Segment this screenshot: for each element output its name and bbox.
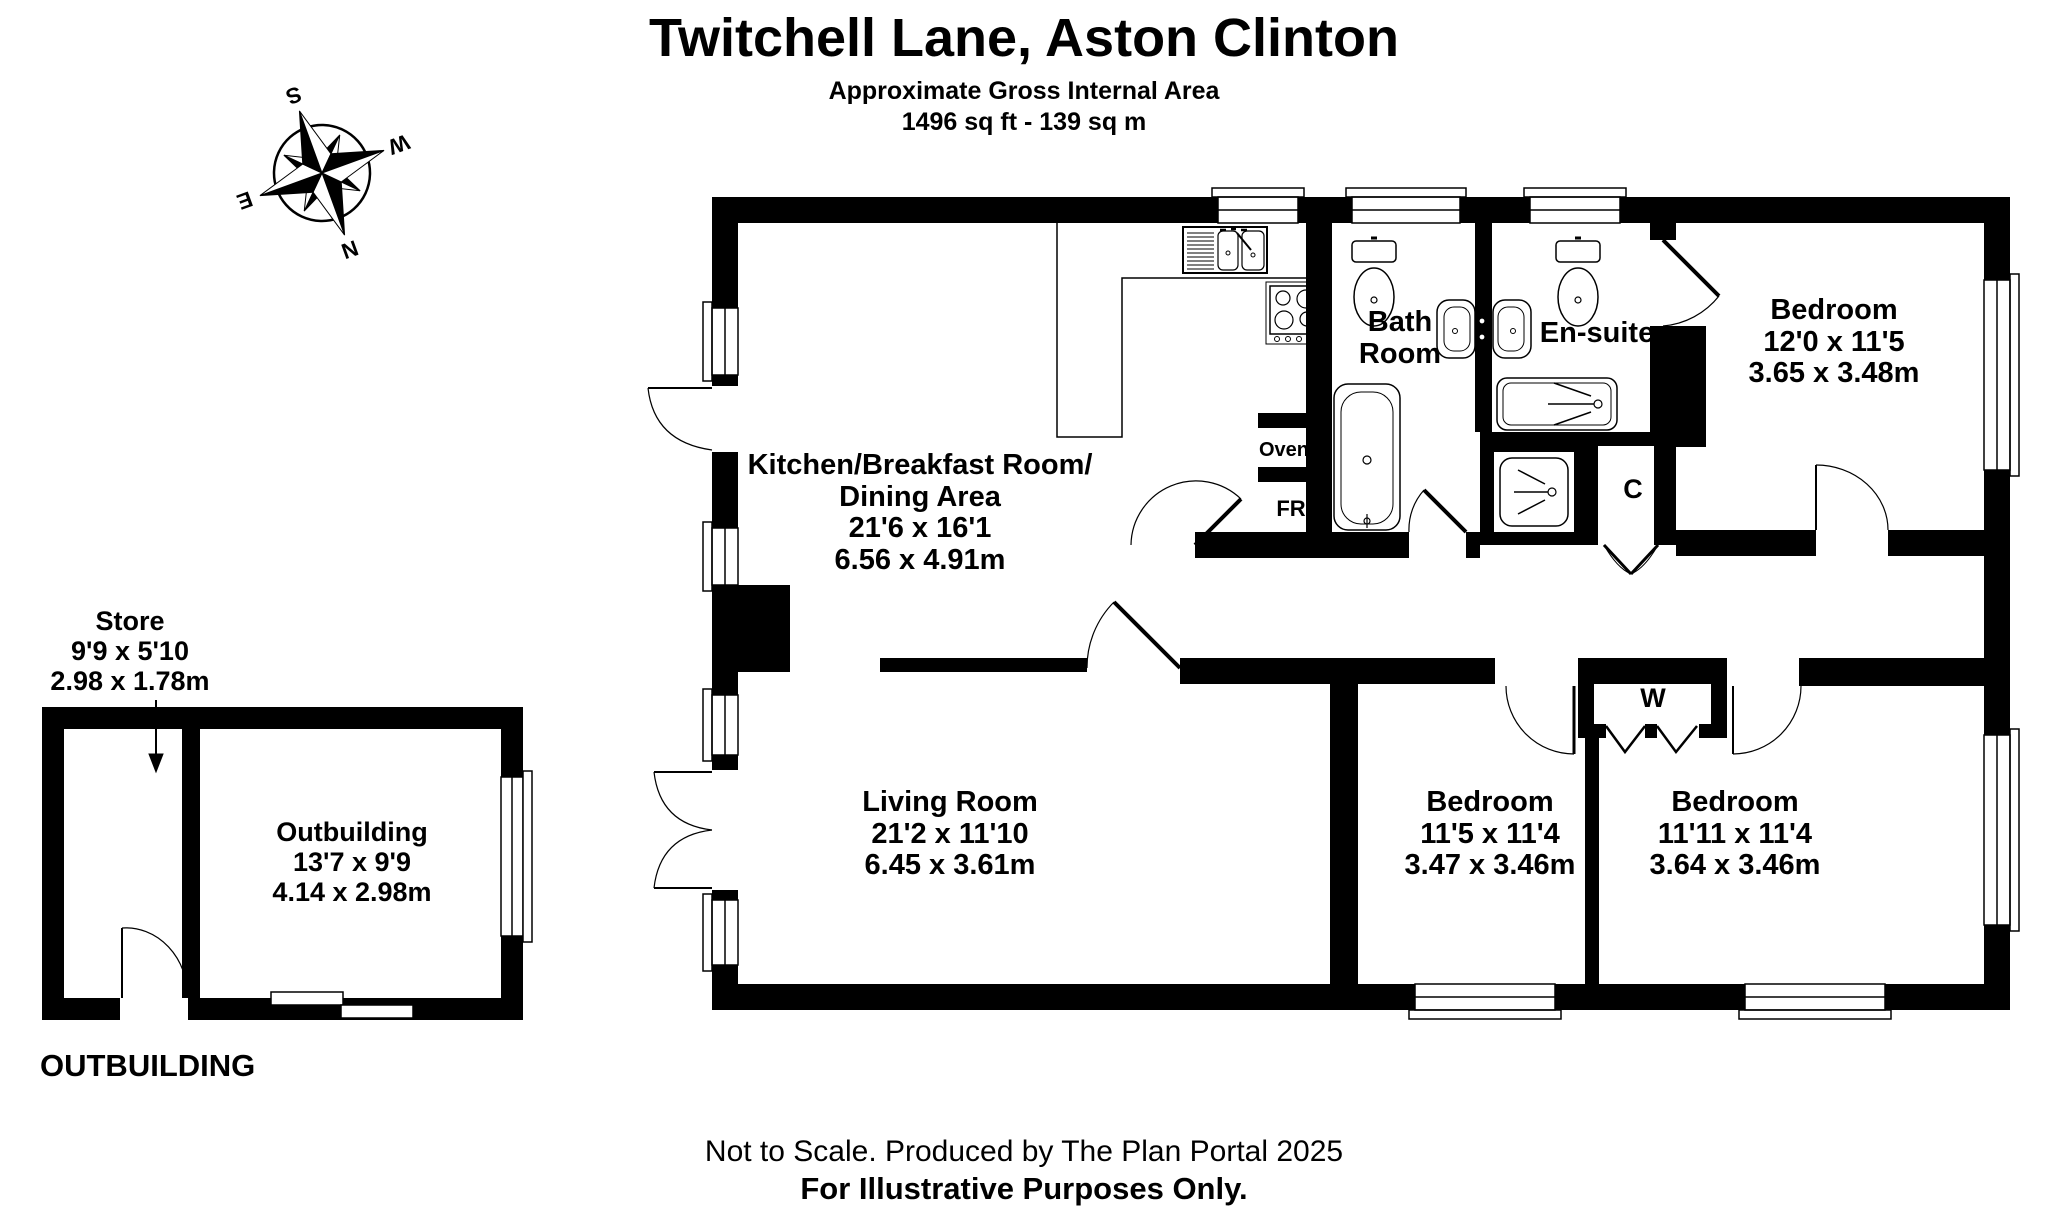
outbuilding-dim-imperial: 13'7 x 9'9 — [293, 847, 411, 877]
page-subtitle: Approximate Gross Internal Area — [828, 77, 1220, 105]
outbuilding-window-glyphs — [270, 770, 533, 1019]
shower-ensuite — [1496, 377, 1618, 431]
bedroom-top-dim-metric: 3.65 x 3.48m — [1748, 357, 1920, 389]
kitchen-name-line2: Dining Area — [839, 480, 1001, 513]
bathtub — [1333, 383, 1401, 531]
living-name: Living Room — [862, 786, 1038, 818]
page-title: Twitchell Lane, Aston Clinton — [649, 8, 1399, 68]
bathroom-label: Bath Room — [1358, 306, 1442, 370]
toilet-bathroom — [1351, 236, 1397, 327]
page-area: 1496 sq ft - 139 sq m — [901, 108, 1147, 136]
basin-ensuite — [1492, 299, 1532, 359]
footer-purpose: For Illustrative Purposes Only. — [800, 1171, 1248, 1206]
compass-s-label: S — [283, 81, 305, 110]
kitchen-hob — [1265, 281, 1323, 345]
bathroom-name-line2: Room — [1358, 337, 1442, 370]
kitchen-name-line1: Kitchen/Breakfast Room/ — [747, 449, 1093, 481]
bedroom-right-label: Bedroom 11'11 x 11'4 3.64 x 3.46m — [1649, 786, 1821, 882]
compass-e-label: E — [234, 186, 256, 215]
outbuilding-door — [121, 927, 189, 999]
kitchen-label: Kitchen/Breakfast Room/ Dining Area 21'6… — [747, 449, 1093, 576]
store-dim-metric: 2.98 x 1.78m — [50, 666, 210, 696]
living-room-label: Living Room 21'2 x 11'10 6.45 x 3.61m — [862, 786, 1038, 882]
store-name: Store — [95, 606, 165, 636]
basin-bathroom — [1436, 299, 1486, 359]
oven-label: Oven — [1258, 439, 1310, 461]
bedroom-mid-name: Bedroom — [1426, 786, 1554, 818]
wardrobe-label: W — [1640, 683, 1666, 713]
fridge-label: FR — [1276, 496, 1306, 521]
door-glyphs — [647, 238, 1889, 889]
cupboard-label: C — [1623, 474, 1643, 504]
bedroom-right-dim-imperial: 11'11 x 11'4 — [1657, 817, 1813, 850]
kitchen-counter — [1056, 223, 1306, 438]
store-arrow — [148, 700, 164, 774]
ensuite-label: En-suite — [1539, 317, 1655, 349]
bedroom-mid-dim-metric: 3.47 x 3.46m — [1404, 849, 1576, 881]
bathroom-name-line1: Bath — [1367, 306, 1433, 338]
bedroom-top-name: Bedroom — [1770, 294, 1898, 326]
compass-w-label: W — [385, 129, 413, 160]
footer-disclaimer: Not to Scale. Produced by The Plan Porta… — [704, 1135, 1344, 1168]
shower-cupboard — [1499, 457, 1569, 527]
outbuilding-dim-metric: 4.14 x 2.98m — [272, 877, 432, 907]
bedroom-top-dim-imperial: 12'0 x 11'5 — [1763, 325, 1905, 358]
window-glyphs — [702, 187, 2020, 1020]
outbuilding-name: Outbuilding — [276, 817, 428, 847]
kitchen-dim-metric: 6.56 x 4.91m — [834, 543, 1006, 576]
bedroom-top-label: Bedroom 12'0 x 11'5 3.65 x 3.48m — [1748, 294, 1920, 390]
store-dim-imperial: 9'9 x 5'10 — [71, 636, 189, 666]
outbuilding-section-caption: OUTBUILDING — [40, 1048, 256, 1083]
living-dim-metric: 6.45 x 3.61m — [864, 849, 1036, 881]
compass-n-label: N — [338, 235, 361, 264]
living-dim-imperial: 21'2 x 11'10 — [871, 817, 1029, 850]
outbuilding-room-label: Outbuilding 13'7 x 9'9 4.14 x 2.98m — [272, 817, 431, 907]
store-label: Store 9'9 x 5'10 2.98 x 1.78m — [50, 606, 209, 696]
toilet-ensuite — [1555, 236, 1601, 327]
kitchen-dim-imperial: 21'6 x 16'1 — [848, 512, 992, 544]
bedroom-mid-label: Bedroom 11'5 x 11'4 3.47 x 3.46m — [1404, 786, 1576, 882]
compass-rose: N E S W — [234, 81, 413, 264]
kitchen-sink — [1182, 226, 1268, 274]
bedroom-mid-dim-imperial: 11'5 x 11'4 — [1420, 817, 1560, 850]
bedroom-right-dim-metric: 3.64 x 3.46m — [1649, 849, 1821, 881]
bedroom-right-name: Bedroom — [1671, 786, 1799, 818]
